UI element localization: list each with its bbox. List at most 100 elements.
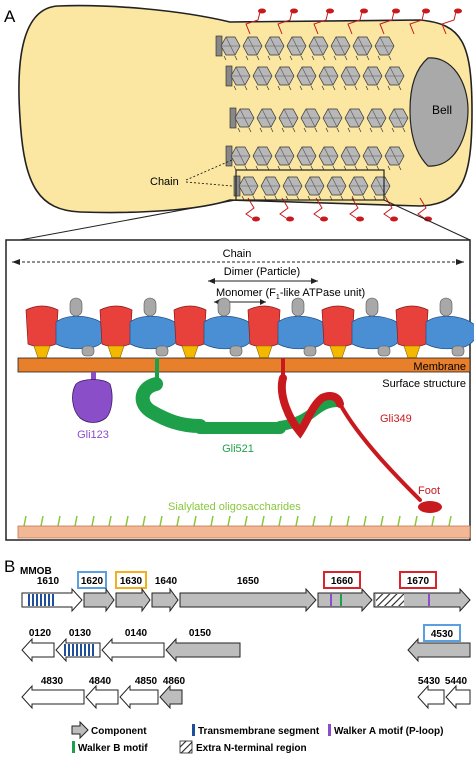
foot-mark — [360, 8, 368, 14]
blue-subunit — [203, 315, 256, 350]
chain-label-top: Chain — [150, 176, 179, 188]
tm-legend-icon — [192, 724, 195, 736]
gli349-leg — [277, 11, 293, 35]
atpase-particle — [252, 146, 273, 166]
atpase-unit — [395, 297, 474, 359]
atpase-particle — [374, 36, 395, 56]
gene-4530-box — [423, 624, 461, 642]
atpase-particle — [278, 108, 299, 128]
blue-subunit — [351, 315, 404, 350]
gli349-leg — [417, 197, 427, 219]
atpase-particle — [230, 146, 251, 166]
gray-subunit — [291, 297, 305, 317]
oligosaccharide-mark — [193, 515, 197, 527]
legend-extra: Extra N-terminal region — [196, 743, 307, 754]
gli349-leg — [245, 11, 261, 35]
gene-0140-arrow — [101, 637, 165, 663]
atpase-particle — [388, 108, 409, 128]
membrane-band — [17, 357, 471, 373]
atpase-particle — [274, 66, 295, 86]
oligosaccharide-mark — [210, 515, 214, 527]
oligosaccharide-mark — [108, 515, 112, 527]
gene-1610-label: 1610 — [37, 576, 60, 587]
atpase-particle — [282, 176, 303, 196]
atpase-unit — [25, 297, 108, 359]
gene-1620-label: 1620 — [81, 576, 104, 587]
atpase-particle — [340, 146, 361, 166]
gene-0150-label: 0150 — [189, 628, 212, 639]
gene-4850-arrow — [119, 684, 159, 710]
oligosaccharide-mark — [312, 515, 316, 527]
gene-4530-arrow — [407, 637, 471, 663]
gene-1630-label: 1630 — [120, 576, 143, 587]
monomer-span: Monomer (F1-like ATPase unit) — [214, 287, 365, 305]
gene-1620-box — [77, 571, 107, 589]
gene-1670-label: 1670 — [407, 576, 430, 587]
gray-subunit — [81, 345, 95, 357]
gray-subunit — [439, 297, 453, 317]
panel-a-label: A — [4, 7, 16, 26]
oligosaccharide-mark — [346, 515, 350, 527]
surface-structure-label: Surface structure — [382, 378, 466, 390]
legend-component: Component — [91, 726, 147, 737]
atpase-particle — [296, 66, 317, 86]
gene-0120-label: 0120 — [29, 628, 52, 639]
dimer-label: Dimer (Particle) — [224, 266, 300, 278]
gli349-label: Gli349 — [380, 413, 412, 425]
atpase-particle — [344, 108, 365, 128]
host-surface-band — [17, 525, 471, 539]
gray-subunit — [217, 297, 231, 317]
red-subunit — [99, 305, 133, 348]
atpase-particle — [384, 66, 405, 86]
atpase-particle — [318, 146, 339, 166]
foot-label: Foot — [418, 485, 440, 497]
foot-mark — [392, 8, 400, 14]
gene-1630-arrow — [115, 587, 151, 613]
gray-subunit — [303, 345, 317, 357]
gli349-leg — [347, 11, 363, 35]
oligosaccharide-mark — [227, 515, 231, 527]
walker-b-legend-icon — [72, 741, 75, 753]
foot-mark — [320, 216, 328, 222]
oligosaccharide-mark — [91, 515, 95, 527]
bell-label: Bell — [432, 103, 452, 117]
gene-1660-box — [323, 571, 361, 589]
gray-subunit — [229, 345, 243, 357]
atpase-particle — [308, 36, 329, 56]
red-subunit — [25, 305, 59, 348]
gli349-leg — [379, 11, 395, 35]
red-subunit — [173, 305, 207, 348]
gene-1640-arrow — [151, 587, 179, 613]
gray-subunit — [451, 345, 465, 357]
foot-mark — [290, 8, 298, 14]
gene-1610-tm — [26, 594, 56, 606]
gray-subunit — [143, 297, 157, 317]
gli349-leg — [245, 197, 255, 219]
gene-0140-label: 0140 — [125, 628, 148, 639]
oligosaccharide-mark — [176, 515, 180, 527]
atpase-particle — [264, 36, 285, 56]
atpase-particle — [348, 176, 369, 196]
gli349-leg — [313, 11, 329, 35]
gene-0130-tm — [62, 644, 96, 656]
blue-subunit — [55, 315, 108, 350]
atpase-particle — [318, 66, 339, 86]
oligosaccharide-mark — [261, 515, 265, 527]
atpase-particle — [296, 146, 317, 166]
atpase-particle — [286, 36, 307, 56]
oligosaccharide-mark — [363, 515, 367, 527]
atpase-particle — [238, 176, 259, 196]
gene-4850-label: 4850 — [135, 676, 158, 687]
gli123-protein: Gli123 — [72, 372, 113, 441]
foot-mark — [326, 8, 334, 14]
red-subunit — [321, 305, 355, 348]
atpase-particle — [274, 146, 295, 166]
gli349-leg — [313, 197, 323, 219]
atpase-particle — [242, 36, 263, 56]
atpase-particle — [234, 108, 255, 128]
gene-5430-arrow — [417, 684, 445, 710]
gene-row-2: 0120 0130 0140 0150 4530 — [21, 624, 471, 663]
sialylated-label: Sialylated oligosaccharides — [168, 501, 301, 513]
oligosaccharide-mark — [57, 515, 61, 527]
